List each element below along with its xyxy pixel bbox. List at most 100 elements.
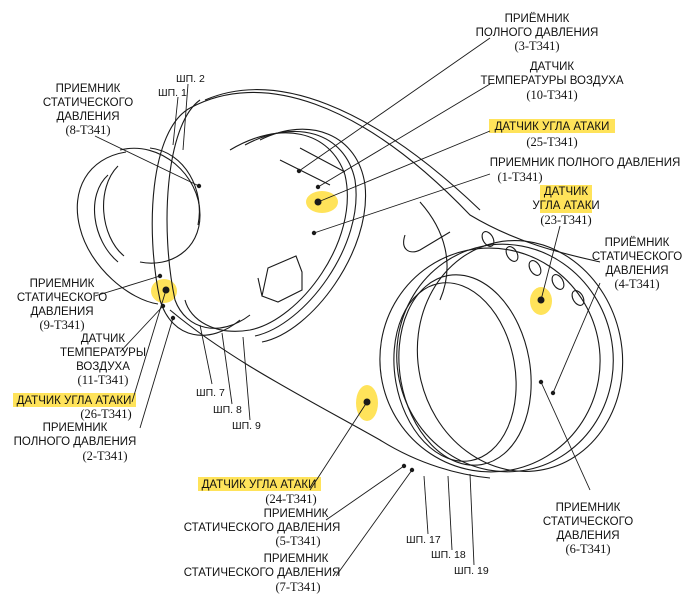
svg-text:СТАТИЧЕСКОГО ДАВЛЕНИЯ: СТАТИЧЕСКОГО ДАВЛЕНИЯ [184, 567, 341, 579]
aft-window [571, 290, 585, 306]
svg-text:УГЛА АТАКИ: УГЛА АТАКИ [532, 200, 599, 212]
svg-text:ПРИЁМНИК: ПРИЁМНИК [505, 13, 570, 25]
frame-2-ring [166, 99, 251, 329]
leader-6 [540, 381, 591, 491]
svg-text:(1-Т341): (1-Т341) [497, 170, 542, 184]
frame-leader-8 [221, 332, 233, 405]
leader-8 [94, 135, 200, 187]
svg-text:(10-Т341): (10-Т341) [526, 88, 577, 102]
svg-text:ДАВЛЕНИЯ: ДАВЛЕНИЯ [556, 530, 619, 542]
leader-26 [131, 289, 167, 403]
frame-leader-17 [423, 475, 429, 535]
frame-9-ring [259, 128, 367, 343]
nose-cone-front [119, 147, 201, 264]
svg-text:СТАТИЧЕСКОГО: СТАТИЧЕСКОГО [43, 97, 133, 109]
frame-leader-2 [182, 83, 189, 151]
leader-lines [94, 37, 601, 577]
svg-text:(23-Т341): (23-Т341) [540, 213, 591, 227]
svg-text:(25-Т341): (25-Т341) [526, 135, 577, 149]
svg-text:ТЕМПЕРАТУРЫ: ТЕМПЕРАТУРЫ [60, 347, 146, 359]
svg-text:ДАТЧИК УГЛА АТАКИ: ДАТЧИК УГЛА АТАКИ [202, 479, 317, 491]
svg-text:(8-Т341): (8-Т341) [65, 123, 110, 137]
leader-7 [335, 469, 413, 577]
leader-3 [298, 37, 491, 172]
frame-1-ring [151, 107, 241, 336]
svg-text:ПРИЁМНИК: ПРИЁМНИК [605, 237, 670, 249]
svg-text:ПРИЕМНИК ПОЛНОГО ДАВЛЕНИЯ: ПРИЕМНИК ПОЛНОГО ДАВЛЕНИЯ [490, 157, 681, 169]
svg-text:ДАТЧИК: ДАТЧИК [530, 61, 575, 73]
nose-cone-inner [149, 147, 200, 226]
leader-10 [317, 83, 491, 188]
upper-cutout [279, 147, 346, 186]
svg-text:(11-Т341): (11-Т341) [78, 373, 129, 387]
aft-window [505, 246, 519, 262]
aft-window [551, 274, 565, 290]
svg-text:ТЕМПЕРАТУРЫ ВОЗДУХА: ТЕМПЕРАТУРЫ ВОЗДУХА [480, 75, 623, 87]
leader-5 [325, 465, 405, 521]
frame-labels: ШП. 2 ШП. 1 ШП. 7 ШП. 8 ШП. 9 ШП. 17 ШП.… [158, 73, 489, 577]
fuselage-outline [76, 89, 624, 479]
svg-text:(3-Т341): (3-Т341) [514, 39, 559, 53]
svg-text:СТАТИЧЕСКОГО ДАВЛЕНИЯ: СТАТИЧЕСКОГО ДАВЛЕНИЯ [184, 522, 341, 534]
aft-frame-19 [416, 240, 624, 472]
access-panel-2 [257, 277, 263, 297]
leader-1 [313, 173, 491, 234]
svg-text:ПРИЕМНИК: ПРИЕМНИК [264, 508, 329, 520]
leader-4 [552, 282, 601, 394]
frame-label-7: ШП. 7 [196, 387, 225, 399]
svg-text:ДАТЧИК УГЛА АТАКИ: ДАТЧИК УГЛА АТАКИ [495, 121, 610, 133]
aft-window [481, 231, 495, 247]
frame-label-2: ШП. 2 [176, 73, 205, 85]
svg-text:(9-Т341): (9-Т341) [39, 318, 84, 332]
leader-23 [540, 225, 561, 301]
svg-text:(4-Т341): (4-Т341) [614, 277, 659, 291]
leader-9 [94, 275, 161, 297]
svg-text:ПРИЕМНИК: ПРИЕМНИК [556, 502, 621, 514]
leader-2 [139, 317, 174, 429]
frame-leader-18 [447, 475, 453, 551]
callout-24: ДАТЧИК УГЛА АТАКИ (24-Т341) [202, 479, 317, 506]
frame-label-9: ШП. 9 [232, 420, 261, 432]
callout-9: ПРИЕМНИК СТАТИЧЕСКОГО ДАВЛЕНИЯ (9-Т341) [17, 278, 107, 332]
frame-leader-9 [242, 336, 251, 421]
frame-leader-19 [469, 473, 475, 566]
aft-inner-ring [393, 282, 517, 462]
frame-8-ring [244, 130, 357, 337]
svg-text:ПРИЕМНИК: ПРИЕМНИК [43, 422, 108, 434]
callout-2: ПРИЕМНИК ПОЛНОГО ДАВЛЕНИЯ (2-Т341) [14, 422, 137, 463]
svg-text:ПРИЕМНИК: ПРИЕМНИК [56, 83, 121, 95]
svg-text:ПРИЕМНИК: ПРИЕМНИК [30, 278, 95, 290]
svg-text:(5-Т341): (5-Т341) [275, 534, 320, 548]
label-highlight-24 [198, 477, 321, 491]
callout-4: ПРИЁМНИК СТАТИЧЕСКОГО ДАВЛЕНИЯ (4-Т341) [592, 237, 682, 291]
svg-text:СТАТИЧЕСКОГО: СТАТИЧЕСКОГО [592, 251, 682, 263]
frame-leader-1 [172, 96, 179, 146]
frame-label-8: ШП. 8 [213, 404, 242, 416]
svg-text:ПОЛНОГО ДАВЛЕНИЯ: ПОЛНОГО ДАВЛЕНИЯ [14, 436, 137, 448]
callout-6: ПРИЕМНИК СТАТИЧЕСКОГО ДАВЛЕНИЯ (6-Т341) [543, 502, 633, 556]
access-panel [261, 255, 303, 303]
callout-1: ПРИЕМНИК ПОЛНОГО ДАВЛЕНИЯ (1-Т341) [490, 157, 681, 184]
callout-7: ПРИЕМНИК СТАТИЧЕСКОГО ДАВЛЕНИЯ (7-Т341) [184, 553, 341, 594]
svg-text:ВОЗДУХА: ВОЗДУХА [76, 361, 130, 373]
fuselage-bottom-line [169, 309, 491, 479]
callout-5: ПРИЕМНИК СТАТИЧЕСКОГО ДАВЛЕНИЯ (5-Т341) [184, 508, 341, 548]
svg-text:ПРИЕМНИК: ПРИЕМНИК [264, 553, 329, 565]
svg-text:ПОЛНОГО ДАВЛЕНИЯ: ПОЛНОГО ДАВЛЕНИЯ [476, 27, 599, 39]
label-highlight-23 [540, 185, 592, 213]
svg-text:ДАТЧИК: ДАТЧИК [81, 333, 126, 345]
callout-3: ПРИЁМНИК ПОЛНОГО ДАВЛЕНИЯ (3-Т341) [476, 13, 599, 53]
aft-frame-18 [396, 243, 614, 473]
svg-text:(24-Т341): (24-Т341) [265, 492, 316, 506]
nose-inner-ring-2 [103, 165, 125, 257]
callout-11: ДАТЧИК ТЕМПЕРАТУРЫ ВОЗДУХА (11-Т341) [60, 333, 146, 387]
callout-10: ДАТЧИК ТЕМПЕРАТУРЫ ВОЗДУХА (10-Т341) [480, 61, 623, 102]
svg-text:ДАВЛЕНИЯ: ДАВЛЕНИЯ [30, 306, 93, 318]
leader-11 [119, 305, 164, 353]
fuselage-top-line [189, 91, 601, 263]
svg-text:ДАВЛЕНИЯ: ДАВЛЕНИЯ [56, 111, 119, 123]
svg-text:СТАТИЧЕСКОГО: СТАТИЧЕСКОГО [543, 516, 633, 528]
leader-25 [317, 130, 491, 203]
nose-inner-ring [94, 174, 119, 263]
